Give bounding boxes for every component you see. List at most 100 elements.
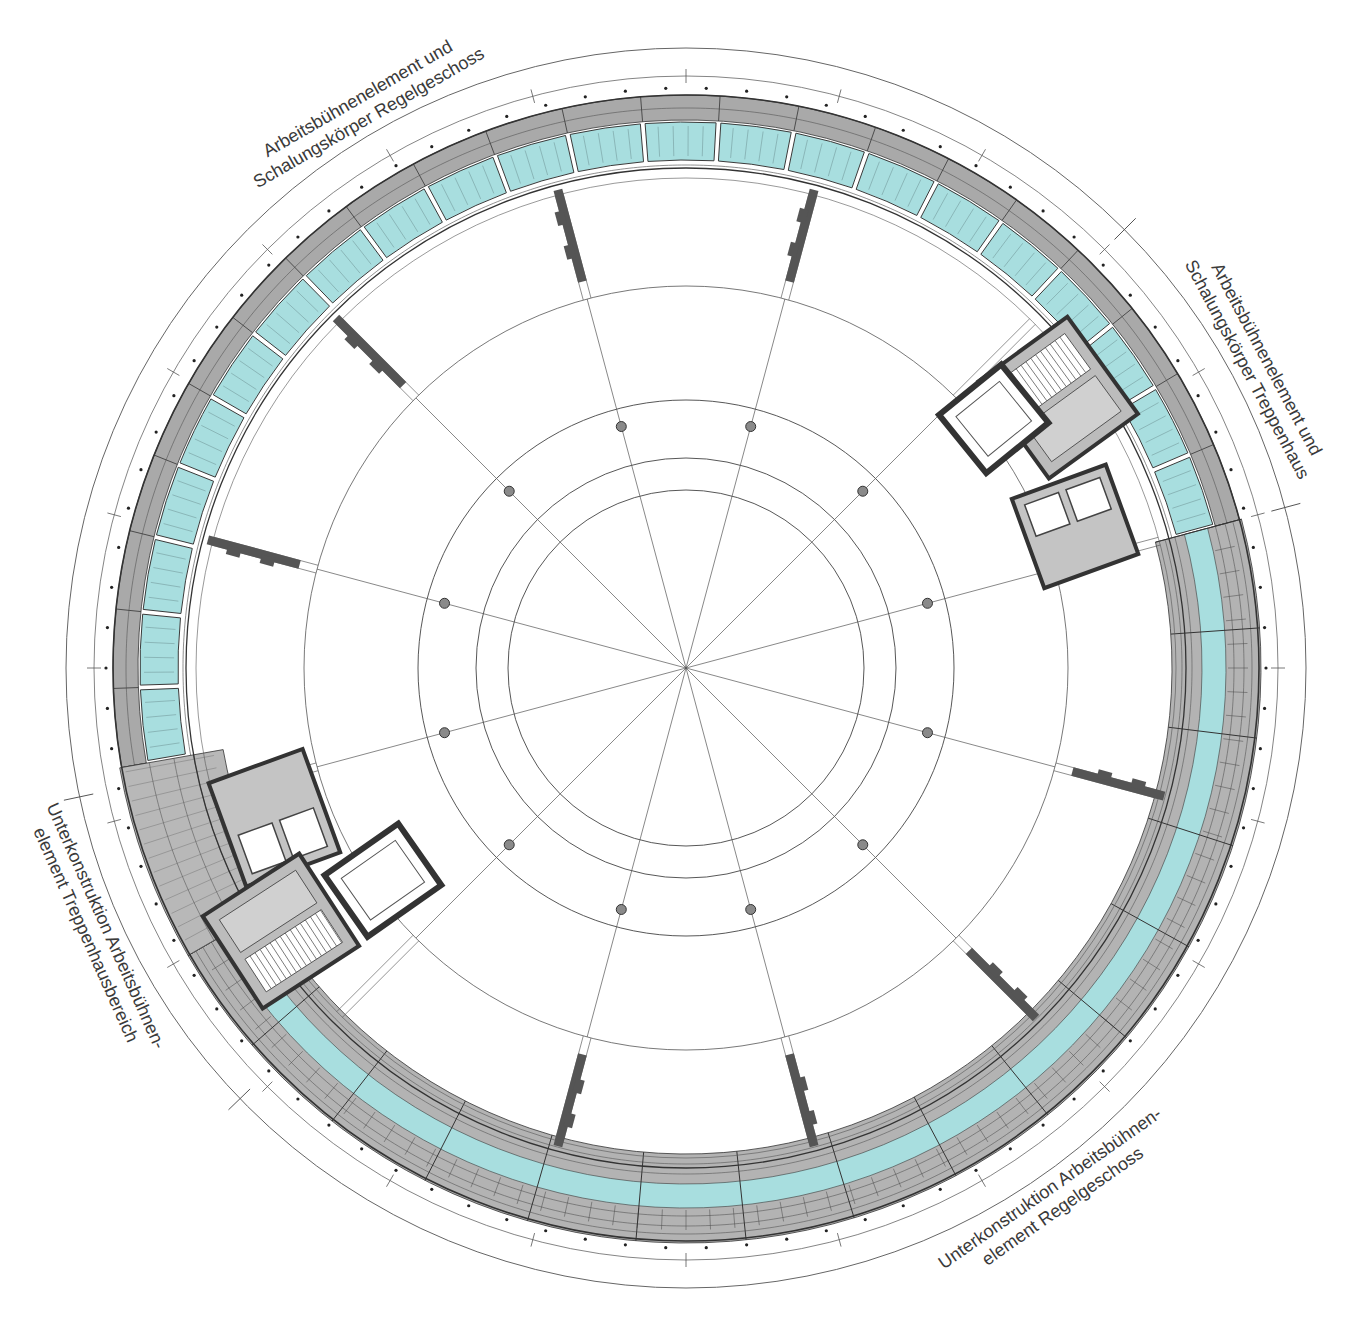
shaft-wall: [1012, 465, 1138, 588]
stair-tread: [320, 910, 341, 943]
panel-rib: [583, 136, 589, 165]
lift-shaft: [325, 824, 442, 937]
panel-rib: [1172, 499, 1201, 508]
panel-rib: [1057, 294, 1079, 315]
anchor-mark: [902, 129, 905, 132]
panel-rib: [286, 302, 308, 322]
panel-rib: [341, 250, 360, 273]
substructure-rib: [977, 1125, 988, 1142]
shaft-room: [280, 808, 328, 859]
plan-group: [64, 48, 1306, 1288]
anchor-mark: [624, 1243, 627, 1246]
wall-pilaster: [805, 1110, 817, 1126]
anchor-mark: [117, 546, 120, 549]
substructure-rib: [1227, 643, 1247, 645]
stair-substructure-hatch: [159, 852, 242, 886]
substructure-line: [248, 537, 1192, 1174]
panel-rib: [153, 568, 182, 574]
substructure-rib: [757, 1205, 760, 1225]
formwork-panel: [718, 123, 791, 169]
formwork-panel: [140, 688, 185, 760]
dimension-tick: [387, 149, 394, 161]
platform-joint: [719, 96, 720, 121]
panel-rib: [801, 140, 808, 169]
inner-wall: [186, 168, 1186, 1168]
substructure-rib: [1210, 808, 1229, 813]
anchor-mark: [974, 164, 977, 167]
stair-substructure-hatch: [126, 755, 214, 771]
platform-joint: [116, 609, 141, 612]
platform-line: [126, 108, 1227, 765]
anchor-mark: [127, 826, 130, 829]
wall-body: [333, 315, 407, 389]
anchor-mark: [110, 586, 113, 589]
panel-rib: [773, 134, 778, 164]
panel-rib: [1163, 471, 1191, 482]
panel-rib: [958, 209, 974, 234]
anchor-mark: [240, 294, 243, 297]
anchor-mark: [785, 95, 788, 98]
anchor-mark: [1009, 1147, 1012, 1150]
formwork-panel: [428, 157, 506, 220]
panel-rib: [231, 373, 256, 389]
stair-substructure-hatch: [139, 804, 225, 830]
panel-rib: [1015, 253, 1034, 276]
anchor-mark: [1129, 294, 1132, 297]
substructure-rib: [1223, 595, 1243, 598]
lift-car: [341, 840, 424, 920]
anchor-mark: [1072, 1097, 1075, 1100]
wall-body: [966, 948, 1040, 1022]
stair-tread: [1036, 355, 1062, 391]
lift-car: [956, 381, 1032, 456]
anchor-mark: [1264, 666, 1267, 669]
panel-rib: [946, 201, 961, 227]
substructure-rib: [936, 1149, 945, 1167]
anchor-mark: [1252, 787, 1255, 790]
axis-double-line: [1056, 763, 1160, 791]
anchor-mark: [1214, 430, 1217, 433]
anchor-mark: [705, 87, 708, 90]
formwork-panel: [140, 614, 180, 685]
anchor-mark: [584, 95, 587, 98]
wall-pilaster: [796, 208, 808, 224]
panel-rib: [895, 173, 907, 200]
anchor-mark: [1197, 939, 1200, 942]
stair-substructure-hatch: [128, 768, 216, 787]
anchor-mark: [394, 164, 397, 167]
panel-rib: [201, 425, 228, 438]
axis-line: [686, 398, 956, 668]
panel-rib: [297, 291, 319, 312]
region-divider-tick: [1115, 218, 1136, 239]
anchor-mark: [127, 507, 130, 510]
anchor-mark: [1154, 325, 1157, 328]
panel-rib: [511, 155, 521, 183]
dimension-tick: [387, 1175, 394, 1187]
anchor-mark: [825, 1229, 828, 1232]
panel-rib: [1139, 416, 1166, 430]
anchor-mark: [1176, 974, 1179, 977]
panel-rib: [554, 142, 561, 171]
anchor-mark: [1129, 1039, 1132, 1042]
substructure-rib: [826, 1192, 831, 1211]
region-divider-tick: [1271, 503, 1300, 511]
stair-tread: [1031, 358, 1057, 394]
platform-joint: [641, 97, 643, 122]
substructure-rib: [212, 959, 229, 970]
column: [746, 904, 756, 914]
substructure-rib: [1226, 715, 1246, 717]
work-platform-band: [113, 95, 1239, 767]
panel-rib: [189, 453, 217, 465]
anchor-mark: [139, 865, 142, 868]
panel-rib: [248, 348, 272, 366]
shaft-room: [1025, 493, 1070, 537]
panel-rib: [353, 241, 371, 265]
stair-substructure-hatch: [154, 840, 238, 872]
panel-rib: [145, 642, 175, 643]
slab-circle: [304, 286, 1068, 1050]
panel-rib: [908, 180, 921, 207]
anchor-mark: [267, 1069, 270, 1072]
region-divider-tick: [64, 794, 93, 800]
anchor-mark: [1242, 507, 1245, 510]
formwork-panel: [1123, 390, 1188, 468]
wall: [206, 536, 301, 574]
